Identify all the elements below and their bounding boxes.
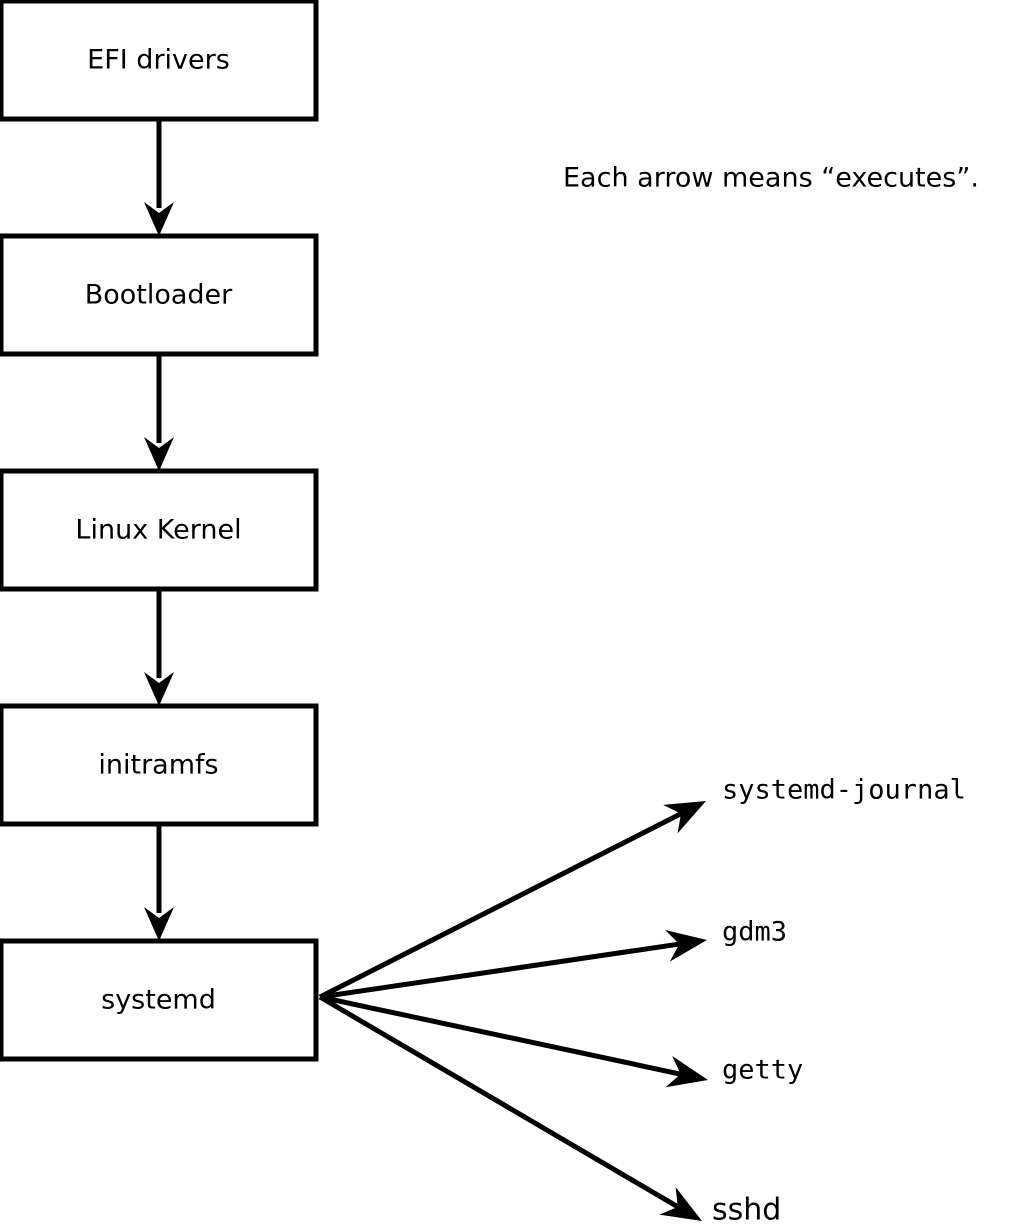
service-arrow-head	[665, 1055, 708, 1088]
service-label-systemd-journal: systemd-journal	[722, 775, 966, 806]
service-label-gdm3: gdm3	[722, 917, 787, 948]
service-arrow-line	[318, 994, 680, 1209]
service-arrow-head	[665, 929, 707, 962]
chain-arrow-head	[144, 672, 174, 706]
service-label-sshd: sshd	[712, 1193, 781, 1228]
node-box	[0, 938, 319, 1062]
chain-arrow-head	[144, 907, 174, 941]
chain-node-initramfs[interactable]: initramfs	[0, 703, 319, 827]
service-arrow-head	[663, 801, 706, 834]
service-arrow-line	[319, 941, 680, 1000]
service-arrow-line	[319, 994, 682, 1077]
node-label: Linux Kernel	[75, 515, 241, 546]
chain-node-efi-drivers[interactable]: EFI drivers	[0, 0, 319, 122]
node-box	[0, 233, 319, 357]
chain-node-systemd[interactable]: systemd	[0, 938, 319, 1062]
node-label: systemd	[101, 985, 216, 1016]
chain-node-bootloader[interactable]: Bootloader	[0, 233, 319, 357]
node-label: Bootloader	[85, 280, 233, 311]
service-arrow-line	[318, 811, 683, 1000]
chain-arrow-head	[144, 437, 174, 471]
chain-node-linux-kernel[interactable]: Linux Kernel	[0, 468, 319, 592]
chain-arrow-group	[144, 119, 174, 941]
node-label: EFI drivers	[87, 45, 230, 76]
chain-arrow-head	[144, 202, 174, 236]
diagram-caption: Each arrow means “executes”.	[563, 163, 979, 194]
service-label-getty: getty	[722, 1055, 803, 1086]
service-arrow-head	[659, 1186, 702, 1221]
node-label: initramfs	[98, 750, 218, 781]
node-box	[0, 703, 319, 827]
service-arrow-group	[318, 801, 708, 1221]
node-box	[0, 0, 319, 122]
